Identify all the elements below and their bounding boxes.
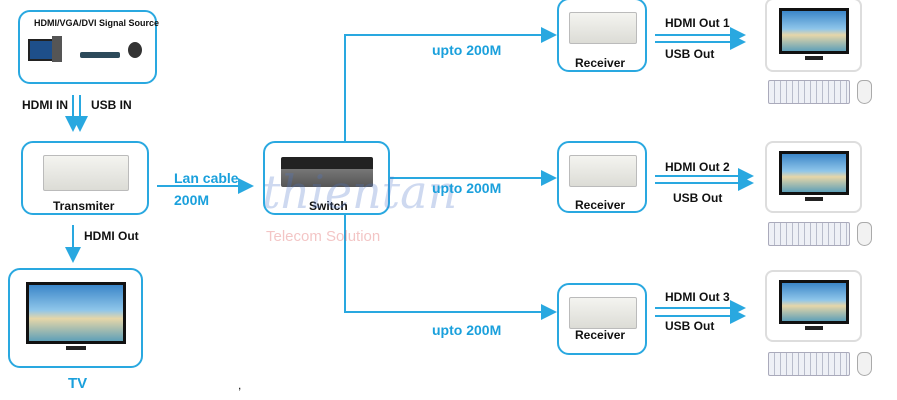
mouse-3-icon xyxy=(857,352,872,376)
receiver-device-icon xyxy=(569,12,637,44)
transmitter-box: Transmiter xyxy=(21,141,149,215)
pc-icon xyxy=(28,39,54,61)
receiver-2-box: Receiver xyxy=(557,141,647,213)
stray-mark: , xyxy=(238,378,242,392)
usb-out-1-label: USB Out xyxy=(665,47,715,61)
branch-1-line xyxy=(344,27,557,141)
transmitter-hdmi-out-label: HDMI Out xyxy=(84,229,139,243)
tv-box xyxy=(8,268,143,368)
camera-icon xyxy=(128,42,142,58)
receiver-device-icon xyxy=(569,155,637,187)
receiver-3-box: Receiver xyxy=(557,283,647,355)
branch-3-line xyxy=(344,215,557,320)
receiver-device-icon xyxy=(569,297,637,329)
transmitter-device-icon xyxy=(43,155,129,191)
transmitter-label: Transmiter xyxy=(53,199,115,213)
keyboard-1-icon xyxy=(768,80,850,104)
hdmi-out-3-label: HDMI Out 3 xyxy=(665,290,730,304)
mouse-2-icon xyxy=(857,222,872,246)
switch-label: Switch xyxy=(309,199,348,213)
watermark-tagline: Telecom Solution xyxy=(266,228,381,245)
watermark-brand: thientan xyxy=(262,165,458,219)
tv-screen-icon xyxy=(26,282,126,344)
receiver-1-box: Receiver xyxy=(557,0,647,72)
monitor-1-icon xyxy=(765,0,862,72)
tv-stand-icon xyxy=(66,346,86,350)
player-icon xyxy=(80,52,120,58)
receiver-1-label: Receiver xyxy=(575,56,626,70)
usb-out-3-label: USB Out xyxy=(665,319,715,333)
keyboard-2-icon xyxy=(768,222,850,246)
signal-source-box: HDMI/VGA/DVI Signal Source xyxy=(18,10,160,84)
pc-tower-icon xyxy=(52,36,62,62)
hdmi-in-label: HDMI IN xyxy=(22,98,68,112)
receiver-2-label: Receiver xyxy=(575,198,626,212)
switch-box: Switch xyxy=(263,141,390,215)
hdmi-out-1-label: HDMI Out 1 xyxy=(665,16,730,30)
branch-3-distance: upto 200M xyxy=(432,322,502,338)
lan-speed-label: 200M xyxy=(174,192,210,208)
signal-source-title: HDMI/VGA/DVI Signal Source xyxy=(34,18,160,28)
monitor-3-icon xyxy=(765,270,862,342)
usb-in-label: USB IN xyxy=(91,98,132,112)
receiver-3-label: Receiver xyxy=(575,328,626,342)
hdmi-out-2-label: HDMI Out 2 xyxy=(665,160,730,174)
switch-device-icon xyxy=(281,157,373,187)
monitor-2-icon xyxy=(765,141,862,213)
mouse-1-icon xyxy=(857,80,872,104)
keyboard-3-icon xyxy=(768,352,850,376)
branch-2-distance: upto 200M xyxy=(432,180,502,196)
branch-1-distance: upto 200M xyxy=(432,42,502,58)
tv-label: TV xyxy=(68,375,88,392)
lan-cable-label: Lan cable xyxy=(174,170,239,186)
usb-out-2-label: USB Out xyxy=(673,191,723,205)
